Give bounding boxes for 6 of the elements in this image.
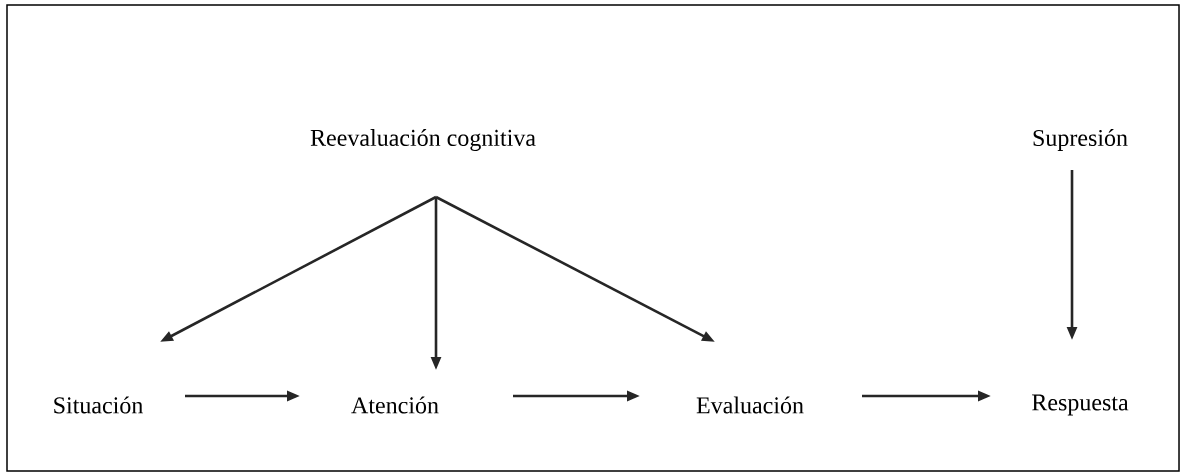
node-label: Respuesta	[1032, 394, 1129, 416]
node-label: Situación	[54, 396, 143, 414]
node-label: Supresión	[1033, 129, 1128, 151]
node-label: Evaluación	[696, 396, 804, 414]
node-label: Reevaluación cognitiva	[310, 129, 536, 151]
node-label: Atención	[351, 396, 439, 414]
